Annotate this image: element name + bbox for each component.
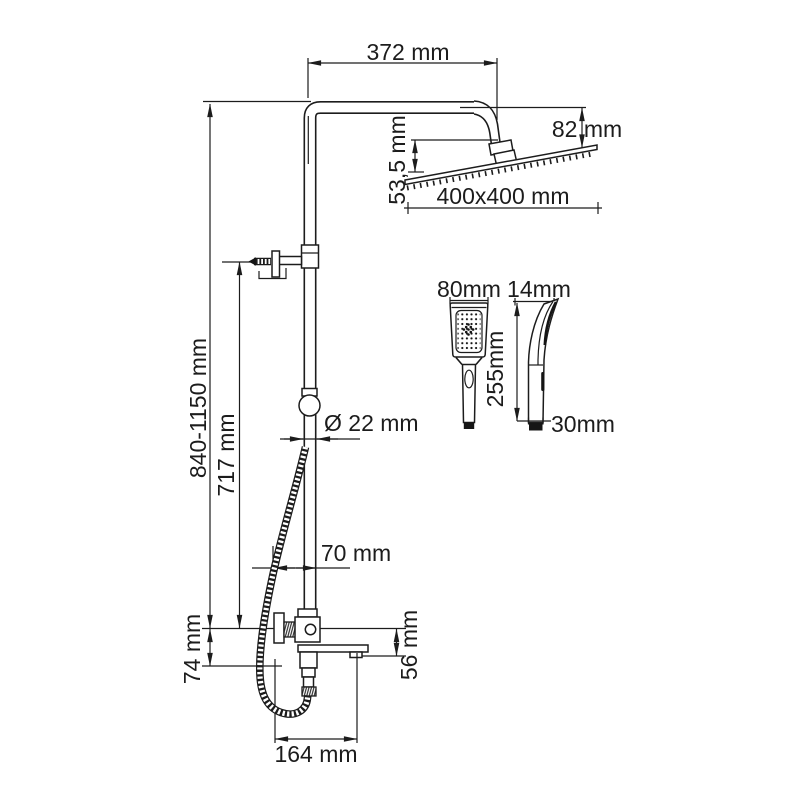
dimension-labels: 372 mm 82 mm 53,5 mm 400x400 mm 840-1150… xyxy=(179,39,622,767)
shower-head-plate xyxy=(404,144,598,186)
dim-head-height-label: 82 mm xyxy=(552,116,622,142)
mixer-diverter-button xyxy=(304,623,317,636)
handshower-spray-face xyxy=(455,309,483,354)
dim-column-label: 717 mm xyxy=(213,413,239,496)
slider-holder xyxy=(298,387,321,417)
handshower-side-inlet-tip xyxy=(529,423,543,431)
dim-arm-label: 372 mm xyxy=(366,39,449,65)
diverter-lower xyxy=(302,676,315,688)
spout xyxy=(297,644,369,653)
shower-hose xyxy=(255,446,312,718)
overhead-shower xyxy=(404,139,598,191)
upper-bracket-hook xyxy=(258,268,287,280)
handshower-neck-right xyxy=(475,356,483,366)
dim-offset-label: 70 mm xyxy=(321,540,391,566)
riser-pipe-and-arm xyxy=(303,100,586,609)
dim-reach-label: 164 mm xyxy=(274,741,357,767)
handshower-inlet-tip xyxy=(463,422,475,429)
upper-bracket-wall-plate xyxy=(271,250,281,278)
handshower-handle xyxy=(461,363,477,424)
diverter-middle xyxy=(301,667,316,678)
slider-knob xyxy=(298,394,321,417)
spout-nozzle xyxy=(349,651,363,659)
handshower-mode-button xyxy=(464,369,474,389)
hose-ribs xyxy=(257,446,311,717)
dim-diameter-label: Ø 22 mm xyxy=(324,410,419,436)
dim-head-size-label: 400x400 mm xyxy=(437,183,570,209)
dimension-lines xyxy=(207,58,602,743)
pipe-body xyxy=(305,102,474,609)
handshower-neck-left xyxy=(455,356,463,366)
shower-head-nozzles xyxy=(406,151,596,191)
dim-spout-height-label: 56 mm xyxy=(396,610,422,680)
upper-bracket-rod xyxy=(277,255,303,266)
mixer-handle-knob xyxy=(283,621,297,638)
dim-head-tilt-label: 53,5 mm xyxy=(384,115,410,204)
dim-handshower-handle-label: 30mm xyxy=(551,411,615,437)
mixer-top-sleeve xyxy=(297,608,318,618)
handshower-side-button-edge xyxy=(541,372,545,391)
mixer-assembly xyxy=(273,608,369,697)
diverter-upper xyxy=(299,651,318,669)
hose-outline xyxy=(255,446,312,718)
hose-nut xyxy=(301,686,317,697)
upper-bracket-sleeve xyxy=(300,244,320,269)
dim-total-height-label: 840-1150 mm xyxy=(185,338,211,478)
dim-bracket-label: 74 mm xyxy=(179,614,205,684)
dim-handshower-depth-label: 14mm xyxy=(507,276,571,302)
handshower-side-edge-shading xyxy=(543,301,558,346)
arm-end-outer-curve xyxy=(473,100,502,147)
dim-handshower-length-label: 255mm xyxy=(482,331,508,408)
handshower-side-seam xyxy=(537,301,554,365)
wall-screw-tip xyxy=(248,257,256,266)
upper-wall-bracket xyxy=(248,244,320,280)
hand-shower-side-view xyxy=(513,297,560,431)
handshower-spray-nozzles xyxy=(457,312,481,351)
handshower-center-nozzle-cluster xyxy=(462,323,475,336)
handshower-side-outline xyxy=(527,297,560,424)
mixer-wall-plate xyxy=(273,612,285,644)
arm-end-inner-curve xyxy=(473,113,493,148)
dim-handshower-width-label: 80mm xyxy=(437,276,501,302)
hand-shower-front-view xyxy=(449,297,489,429)
